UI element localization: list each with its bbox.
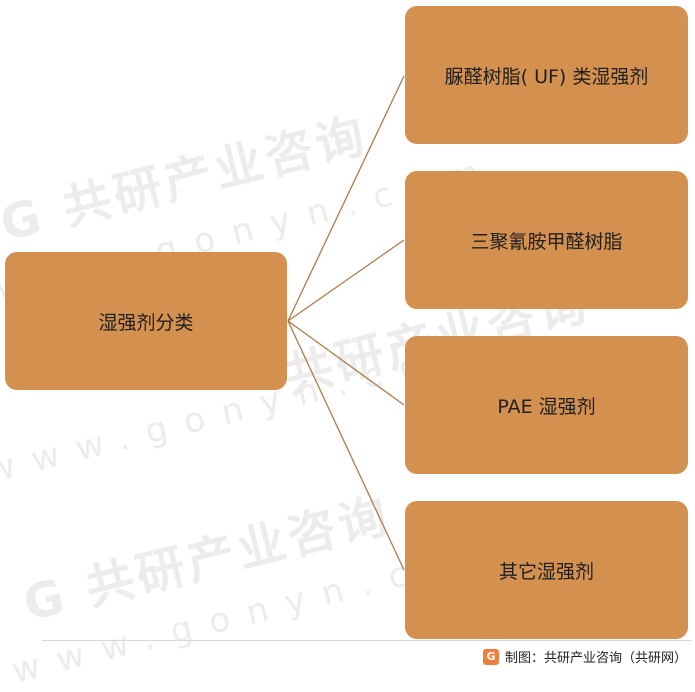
child-node-label: 三聚氰胺甲醛树脂 xyxy=(470,230,623,253)
child-node-label: 其它湿强剂 xyxy=(498,560,594,583)
connector-line xyxy=(287,239,405,322)
connector-lines xyxy=(287,75,405,571)
footer-divider xyxy=(42,640,692,641)
child-node: 三聚氰胺甲醛树脂 xyxy=(405,171,688,309)
connector-line xyxy=(287,75,405,322)
child-node: 其它湿强剂 xyxy=(405,501,688,639)
source-footer: G 制图：共研产业咨询（共研网） xyxy=(482,647,687,666)
root-node: 湿强剂分类 xyxy=(5,252,287,390)
root-node-label: 湿强剂分类 xyxy=(98,311,194,334)
source-text: 制图：共研产业咨询（共研网） xyxy=(504,651,687,666)
child-node: PAE 湿强剂 xyxy=(405,336,688,474)
child-node: 脲醛树脂( UF) 类湿强剂 xyxy=(405,6,688,144)
child-node-label: 脲醛树脂( UF) 类湿强剂 xyxy=(444,65,649,88)
connector-line xyxy=(287,320,405,406)
child-node-label: PAE 湿强剂 xyxy=(497,395,596,418)
brand-logo-icon: G xyxy=(482,648,499,665)
connector-line xyxy=(287,320,405,571)
